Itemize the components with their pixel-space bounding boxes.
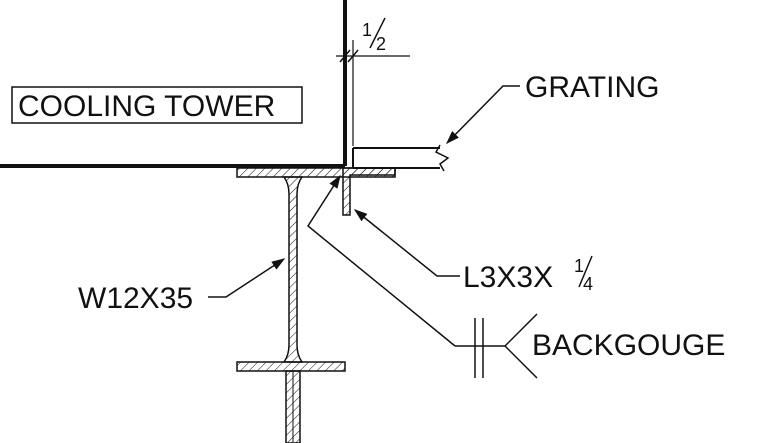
weld-tail-lower (504, 345, 538, 379)
angle-fraction-denominator: 4 (583, 274, 593, 294)
backgouge-label: BACKGOUGE (532, 329, 725, 362)
grating-leader (446, 85, 520, 144)
beam-label: W12X35 (78, 282, 193, 315)
cooling-tower-label: COOLING TOWER (18, 90, 275, 123)
beam-leader (208, 258, 286, 298)
angle-fraction-numerator: 1 (574, 256, 584, 276)
beam-bottom-flange (236, 361, 346, 372)
gap-fraction-denominator: 2 (376, 34, 386, 54)
gap-dimension: 1 2 (336, 17, 410, 146)
angle-profile (342, 167, 396, 216)
grating-label: GRATING (525, 71, 659, 104)
gap-tick-right (347, 49, 359, 63)
weld-tail-upper (504, 313, 538, 347)
angle-section (342, 167, 396, 216)
beam-web (282, 176, 304, 363)
weld-leader (307, 174, 456, 347)
grating-break-line (434, 144, 450, 172)
angle-callout: L3X3X 1 4 (353, 209, 593, 294)
grating-section (352, 144, 450, 172)
cooling-tower-label-box (11, 86, 303, 124)
gap-tick-left (339, 49, 351, 63)
cooling-tower-outline (0, 0, 347, 168)
cooling-tower-callout: COOLING TOWER (11, 86, 303, 124)
beam-callout: W12X35 (78, 258, 286, 315)
gap-fraction-numerator: 1 (362, 20, 372, 40)
grating-callout: GRATING (446, 71, 659, 144)
angle-fraction-slash (578, 255, 593, 288)
angle-label: L3X3X (463, 261, 553, 294)
weld-callout: BACKGOUGE (307, 174, 725, 379)
angle-leader (353, 209, 460, 277)
gap-fraction-slash (369, 17, 386, 49)
w-beam-section (236, 167, 396, 443)
